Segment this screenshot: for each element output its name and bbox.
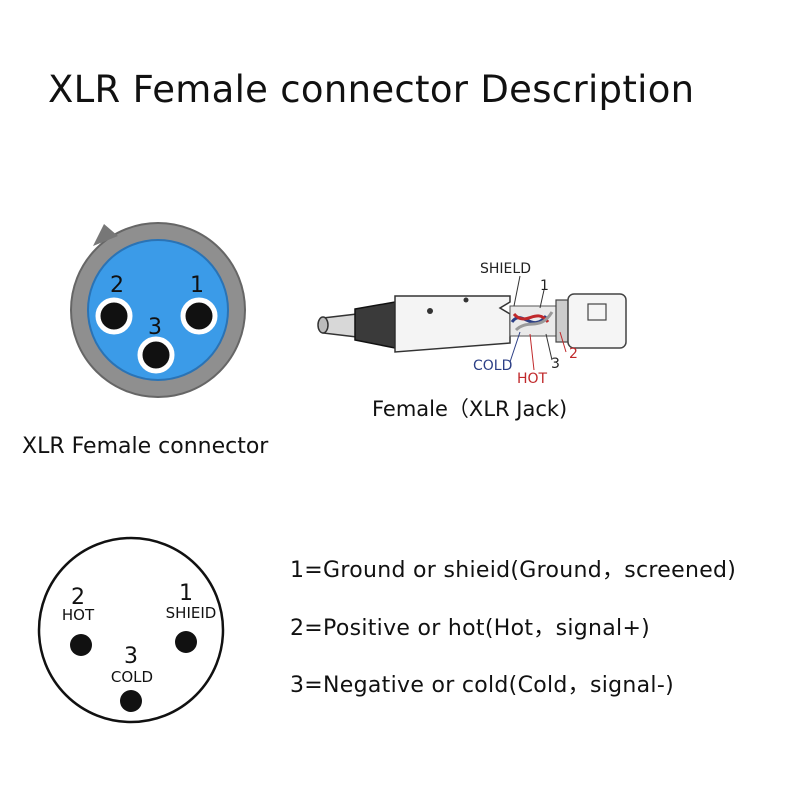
map-pin-1-dot (175, 631, 197, 653)
xlr-jack-drawing: SHIELD 1 COLD HOT 3 2 (317, 261, 627, 387)
pin-1-socket (180, 297, 218, 335)
jack-body (394, 295, 511, 353)
shield-label: SHIELD (480, 261, 531, 277)
latch-notch (93, 224, 118, 246)
map-pin-1-number: 1 (179, 581, 193, 606)
shield-wire (514, 311, 554, 332)
face-diagram-caption: XLR Female connector (22, 434, 269, 459)
jack-diagram-caption: Female（XLR Jack) (372, 397, 568, 421)
hot-leader (529, 333, 535, 371)
connector-insert (87, 239, 229, 381)
insert-ring (555, 299, 569, 343)
cable-end (317, 316, 329, 334)
pin-1-description: 1=Ground or shieid(Ground，screened) (290, 558, 737, 583)
jack-pin-1-label: 1 (540, 278, 549, 294)
solder-area (509, 305, 559, 337)
cold-leader (509, 331, 521, 363)
map-pin-1-name: SHIEID (166, 604, 217, 622)
cold-label: COLD (473, 358, 512, 374)
pin-1-leader (539, 289, 545, 309)
pin-map-outline (37, 536, 225, 724)
pin-2-leader (559, 331, 567, 353)
pin-1-number: 1 (190, 273, 204, 298)
jack-pin-2-label: 2 (569, 346, 578, 362)
map-pin-3-number: 3 (124, 644, 138, 669)
pin-2-description: 2=Positive or hot(Hot，signal+) (290, 616, 651, 641)
map-pin-3-dot (120, 690, 142, 712)
body-screw-hole (427, 308, 433, 314)
shield-leader (513, 275, 521, 307)
pin-3-description: 3=Negative or cold(Cold，signal-) (290, 673, 674, 698)
pin-2-socket (95, 297, 133, 335)
hot-label: HOT (517, 371, 548, 387)
map-pin-2-dot (70, 634, 92, 656)
pin-3-socket (137, 336, 175, 374)
jack-head (567, 293, 627, 349)
pin-3-number: 3 (148, 315, 162, 340)
map-pin-3-name: COLD (111, 668, 153, 686)
cold-wire (510, 314, 548, 324)
body-latch-hole (463, 297, 469, 303)
pin-map-diagram: 2 HOT 1 SHIEID 3 COLD (37, 536, 225, 724)
strain-relief (354, 301, 396, 349)
page-title: XLR Female connector Description (48, 68, 695, 111)
latch-window (587, 303, 607, 321)
connector-face: 2 1 3 (70, 222, 246, 398)
jack-pin-3-label: 3 (551, 356, 560, 372)
pin-2-number: 2 (110, 273, 124, 298)
pin-3-leader (545, 333, 553, 361)
map-pin-2-number: 2 (71, 585, 85, 610)
map-pin-2-name: HOT (62, 606, 95, 624)
